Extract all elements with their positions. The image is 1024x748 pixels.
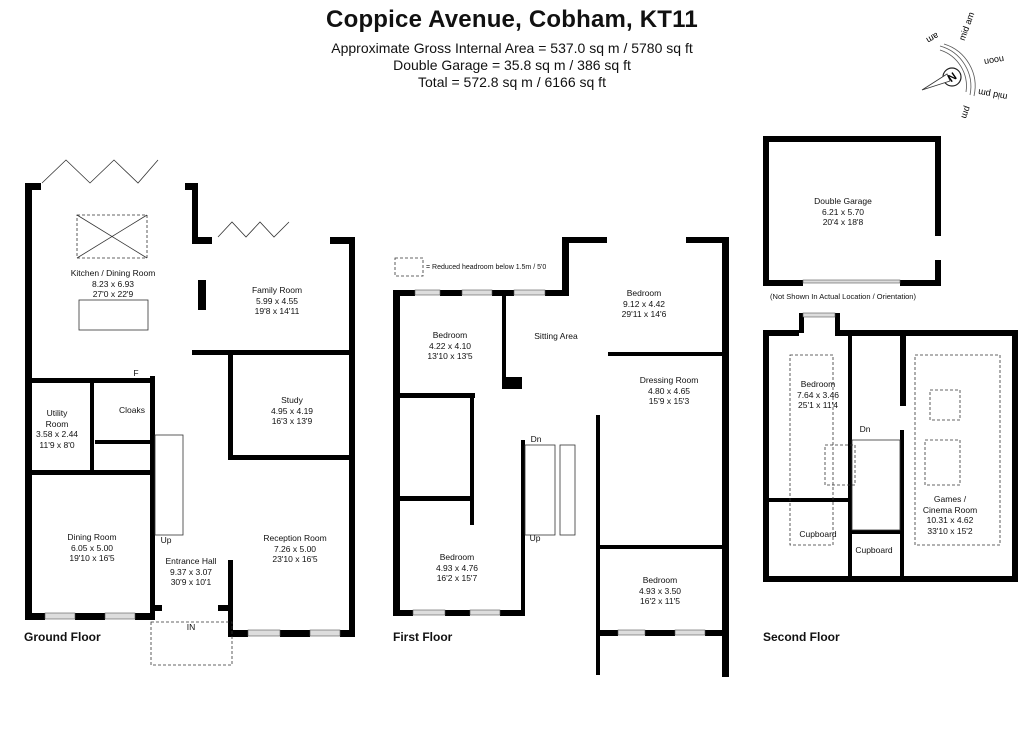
gross-internal-area: Approximate Gross Internal Area = 537.0 … <box>331 40 693 56</box>
stairs-down-marker-second: Dn <box>859 424 871 434</box>
floor-label-second: Second Floor <box>763 630 840 644</box>
room-cupboard-2: Cupboard <box>855 545 893 555</box>
garage-location-note: (Not Shown In Actual Location / Orientat… <box>770 292 916 301</box>
stairs-down-marker: Dn <box>530 434 542 444</box>
legend-reduced-headroom: = Reduced headroom below 1.5m / 5'0 <box>426 264 547 271</box>
page-title: Coppice Avenue, Cobham, KT11 <box>326 6 698 33</box>
room-cupboard-1: Cupboard <box>799 529 837 539</box>
total-area: Total = 572.8 sq m / 6166 sq ft <box>418 74 606 90</box>
garage-area: Double Garage = 35.8 sq m / 386 sq ft <box>393 57 631 73</box>
stairs-up-marker: Up <box>160 535 172 545</box>
compass-icon: N am mid am noon mid pm pm <box>921 11 1008 120</box>
floor-label-first: First Floor <box>393 630 453 644</box>
svg-text:noon: noon <box>983 54 1004 67</box>
room-cloaks: Cloaks <box>119 405 145 415</box>
fridge-marker: F <box>133 368 139 378</box>
svg-text:pm: pm <box>959 105 973 120</box>
entrance-marker: IN <box>186 622 196 632</box>
stairs-up-marker: Up <box>529 533 541 543</box>
floor-label-ground: Ground Floor <box>24 630 101 644</box>
room-sitting-area: Sitting Area <box>534 331 578 341</box>
